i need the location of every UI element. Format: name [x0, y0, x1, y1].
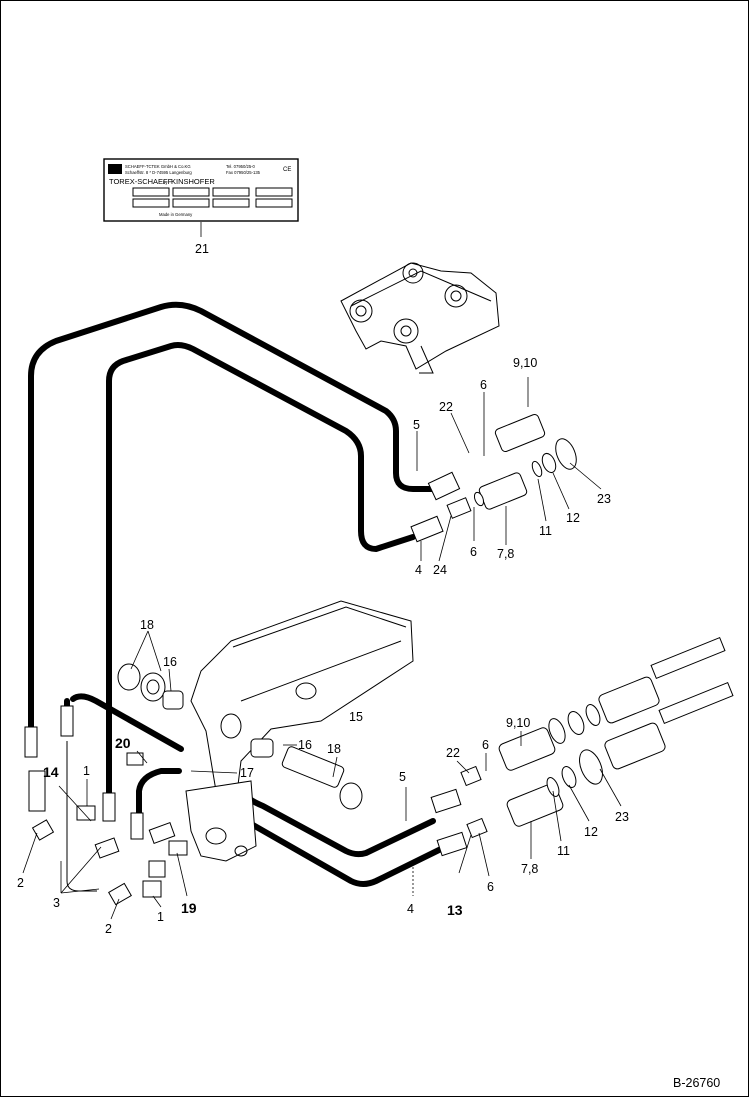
leader-lines [22, 377, 622, 920]
callout-2-left: 2 [17, 876, 24, 890]
plate-fields [132, 187, 293, 208]
plate-footer: Made in Germany [159, 212, 193, 217]
hose-fittings [24, 471, 468, 857]
callout-15: 15 [349, 710, 363, 724]
callout-12-bottom: 12 [584, 825, 598, 839]
callout-3: 3 [53, 896, 60, 910]
callout-7-8-top: 7,8 [497, 547, 514, 561]
callout-23-bottom: 23 [615, 810, 629, 824]
name-plate: SCHAEFF-TCTEK GmbH & Co.KG Tel. 07950/25… [103, 158, 299, 222]
callout-18-right: 18 [327, 742, 341, 756]
callout-6-top-lower: 6 [470, 545, 477, 559]
callout-21: 21 [195, 242, 209, 256]
callout-14: 14 [43, 764, 59, 780]
callout-22-bottom: 22 [446, 746, 460, 760]
callout-4-bottom: 4 [407, 902, 414, 916]
plate-brand-by: by [163, 180, 168, 185]
callout-19: 19 [181, 900, 197, 916]
plate-ce-mark: CE [283, 167, 291, 173]
callout-17: 17 [240, 766, 254, 780]
hose-4-upper [106, 342, 416, 796]
plate-line2: Schaeffstr. 8 * D-74595 Langenburg [125, 170, 192, 175]
callout-24: 24 [433, 563, 447, 577]
callout-2-bottom: 2 [105, 922, 112, 936]
callout-1-bottom: 1 [157, 910, 164, 924]
small-fittings [28, 741, 188, 906]
callout-1-left: 1 [83, 764, 90, 778]
plate-line2-right: Fax 07950/25-135 [226, 170, 261, 175]
callout-6-bottom: 6 [482, 738, 489, 752]
hose-17 [136, 768, 182, 816]
callout-9-10-top: 9,10 [513, 356, 537, 370]
callout-13: 13 [447, 902, 463, 918]
callout-20: 20 [115, 735, 131, 751]
swing-bracket [185, 600, 414, 862]
plate-brand-right: KINSHOFER [171, 177, 215, 186]
callout-4-top: 4 [415, 563, 422, 577]
callout-22-top: 22 [439, 400, 453, 414]
callout-11-bottom: 11 [557, 844, 570, 858]
callout-23-top: 23 [597, 492, 611, 506]
callout-6-top: 6 [480, 378, 487, 392]
document-number: B-26760 [673, 1076, 720, 1090]
hose-5-upper [28, 301, 436, 732]
callout-11-top: 11 [539, 524, 552, 538]
callout-16-left: 16 [163, 655, 177, 669]
pin-left [117, 663, 184, 710]
plate-line1: SCHAEFF-TCTEK GmbH & Co.KG [125, 164, 191, 169]
callout-5-top: 5 [413, 418, 420, 432]
plate-logo [108, 164, 122, 174]
hose-5-lower [243, 793, 436, 858]
callout-5-bottom: 5 [399, 770, 406, 784]
quick-coupler-bracket [340, 262, 500, 374]
callout-12-top: 12 [566, 511, 580, 525]
plate-line1-right: Tel. 07950/25-0 [226, 164, 256, 169]
upper-couplings [446, 413, 577, 519]
callout-18-left: 18 [140, 618, 154, 632]
callout-7-8-bottom: 7,8 [521, 862, 538, 876]
callout-16-right: 16 [298, 738, 312, 752]
callout-6-bottom-lower: 6 [487, 880, 494, 894]
plate-brand-left: TOREX-SCHAEFF [109, 177, 173, 186]
lower-couplings [460, 636, 734, 839]
hose-4-lower [243, 818, 444, 887]
hose-14 [70, 693, 184, 752]
pin-right [250, 738, 363, 810]
callout-9-10-bottom: 9,10 [506, 716, 530, 730]
callout-labels: 9,10 6 22 5 23 12 11 7,8 6 24 4 18 16 15… [17, 356, 629, 936]
